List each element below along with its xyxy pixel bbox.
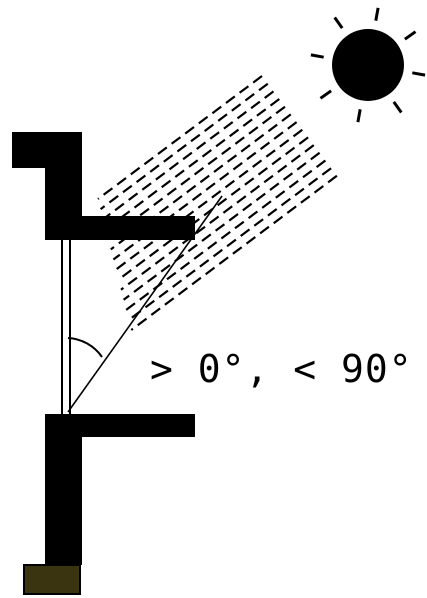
sun-icon — [310, 7, 426, 123]
sun-ray-dash-line — [128, 167, 332, 321]
upper-wall-section — [12, 132, 195, 240]
sun-ray — [356, 109, 362, 123]
shading-angle-line — [67, 195, 223, 413]
sun-ray-dash-line — [107, 105, 286, 241]
sun-ray — [374, 7, 380, 21]
sun-ray — [310, 53, 324, 59]
sun-ray-dash-line — [105, 98, 280, 231]
sun-ray-dash-line — [130, 174, 338, 331]
angle-arc — [67, 337, 103, 358]
window-glazing — [61, 240, 71, 414]
angle-label: > 0°, < 90° — [150, 347, 413, 391]
lower-wall-shape — [45, 414, 195, 565]
sun-rays — [310, 7, 426, 123]
ground-block — [23, 564, 81, 595]
sun-ray-dash-line — [102, 90, 275, 221]
sun-ray — [333, 16, 344, 29]
sun-ray-dash-line — [122, 151, 321, 301]
lower-wall-section — [45, 414, 195, 565]
sun-ray — [404, 30, 417, 41]
sun-ray-dash-line — [97, 75, 263, 200]
sun-ray-dash-line — [99, 82, 269, 210]
sun-ray-dash-line — [115, 128, 303, 271]
sun-ray — [319, 89, 332, 100]
sun-disc — [332, 29, 404, 101]
upper-wall-shape — [12, 132, 195, 240]
sun-ray — [412, 71, 426, 77]
sun-ray-dash-line — [117, 136, 309, 281]
sun-ray-dash-line — [120, 144, 315, 291]
sun-ray — [392, 101, 403, 114]
